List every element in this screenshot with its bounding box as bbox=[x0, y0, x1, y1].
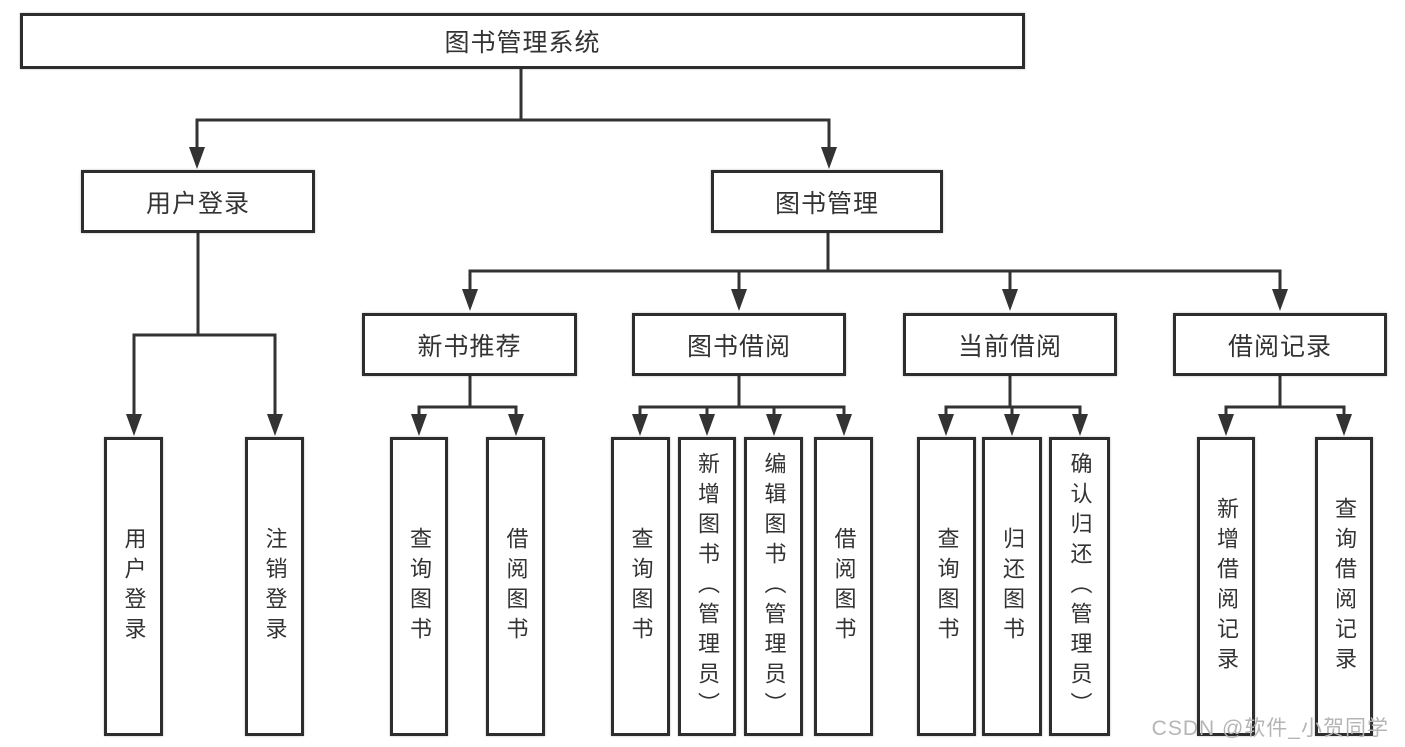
node-book-management-module: 图书管理 bbox=[711, 170, 943, 233]
csdn-watermark: CSDN @软件_小贺同学 bbox=[1151, 717, 1389, 740]
node-current-borrowing: 当前借阅 bbox=[903, 313, 1117, 376]
node-book-borrowing: 图书借阅 bbox=[632, 313, 846, 376]
node-new-book-recommend: 新书推荐 bbox=[362, 313, 577, 376]
leaf-logout: 注销登录 bbox=[245, 437, 304, 736]
leaf-add-book-admin: 新增图书（管理员） bbox=[678, 437, 736, 736]
node-user-login-module: 用户登录 bbox=[81, 170, 315, 233]
leaf-query-borrow-record: 查询借阅记录 bbox=[1315, 437, 1373, 736]
node-borrowing-records: 借阅记录 bbox=[1173, 313, 1387, 376]
leaf-confirm-return-admin: 确认归还（管理员） bbox=[1049, 437, 1110, 736]
node-library-management-system: 图书管理系统 bbox=[20, 13, 1025, 69]
leaf-borrow-books: 借阅图书 bbox=[814, 437, 873, 736]
leaf-return-books: 归还图书 bbox=[982, 437, 1042, 736]
leaf-add-borrow-record: 新增借阅记录 bbox=[1197, 437, 1255, 736]
leaf-query-books-borrowing: 查询图书 bbox=[611, 437, 670, 736]
leaf-query-books-current: 查询图书 bbox=[917, 437, 976, 736]
leaf-query-books-recommend: 查询图书 bbox=[390, 437, 448, 736]
leaf-edit-book-admin: 编辑图书（管理员） bbox=[744, 437, 803, 736]
leaf-borrow-books-recommend: 借阅图书 bbox=[486, 437, 545, 736]
leaf-user-login: 用户登录 bbox=[104, 437, 163, 736]
